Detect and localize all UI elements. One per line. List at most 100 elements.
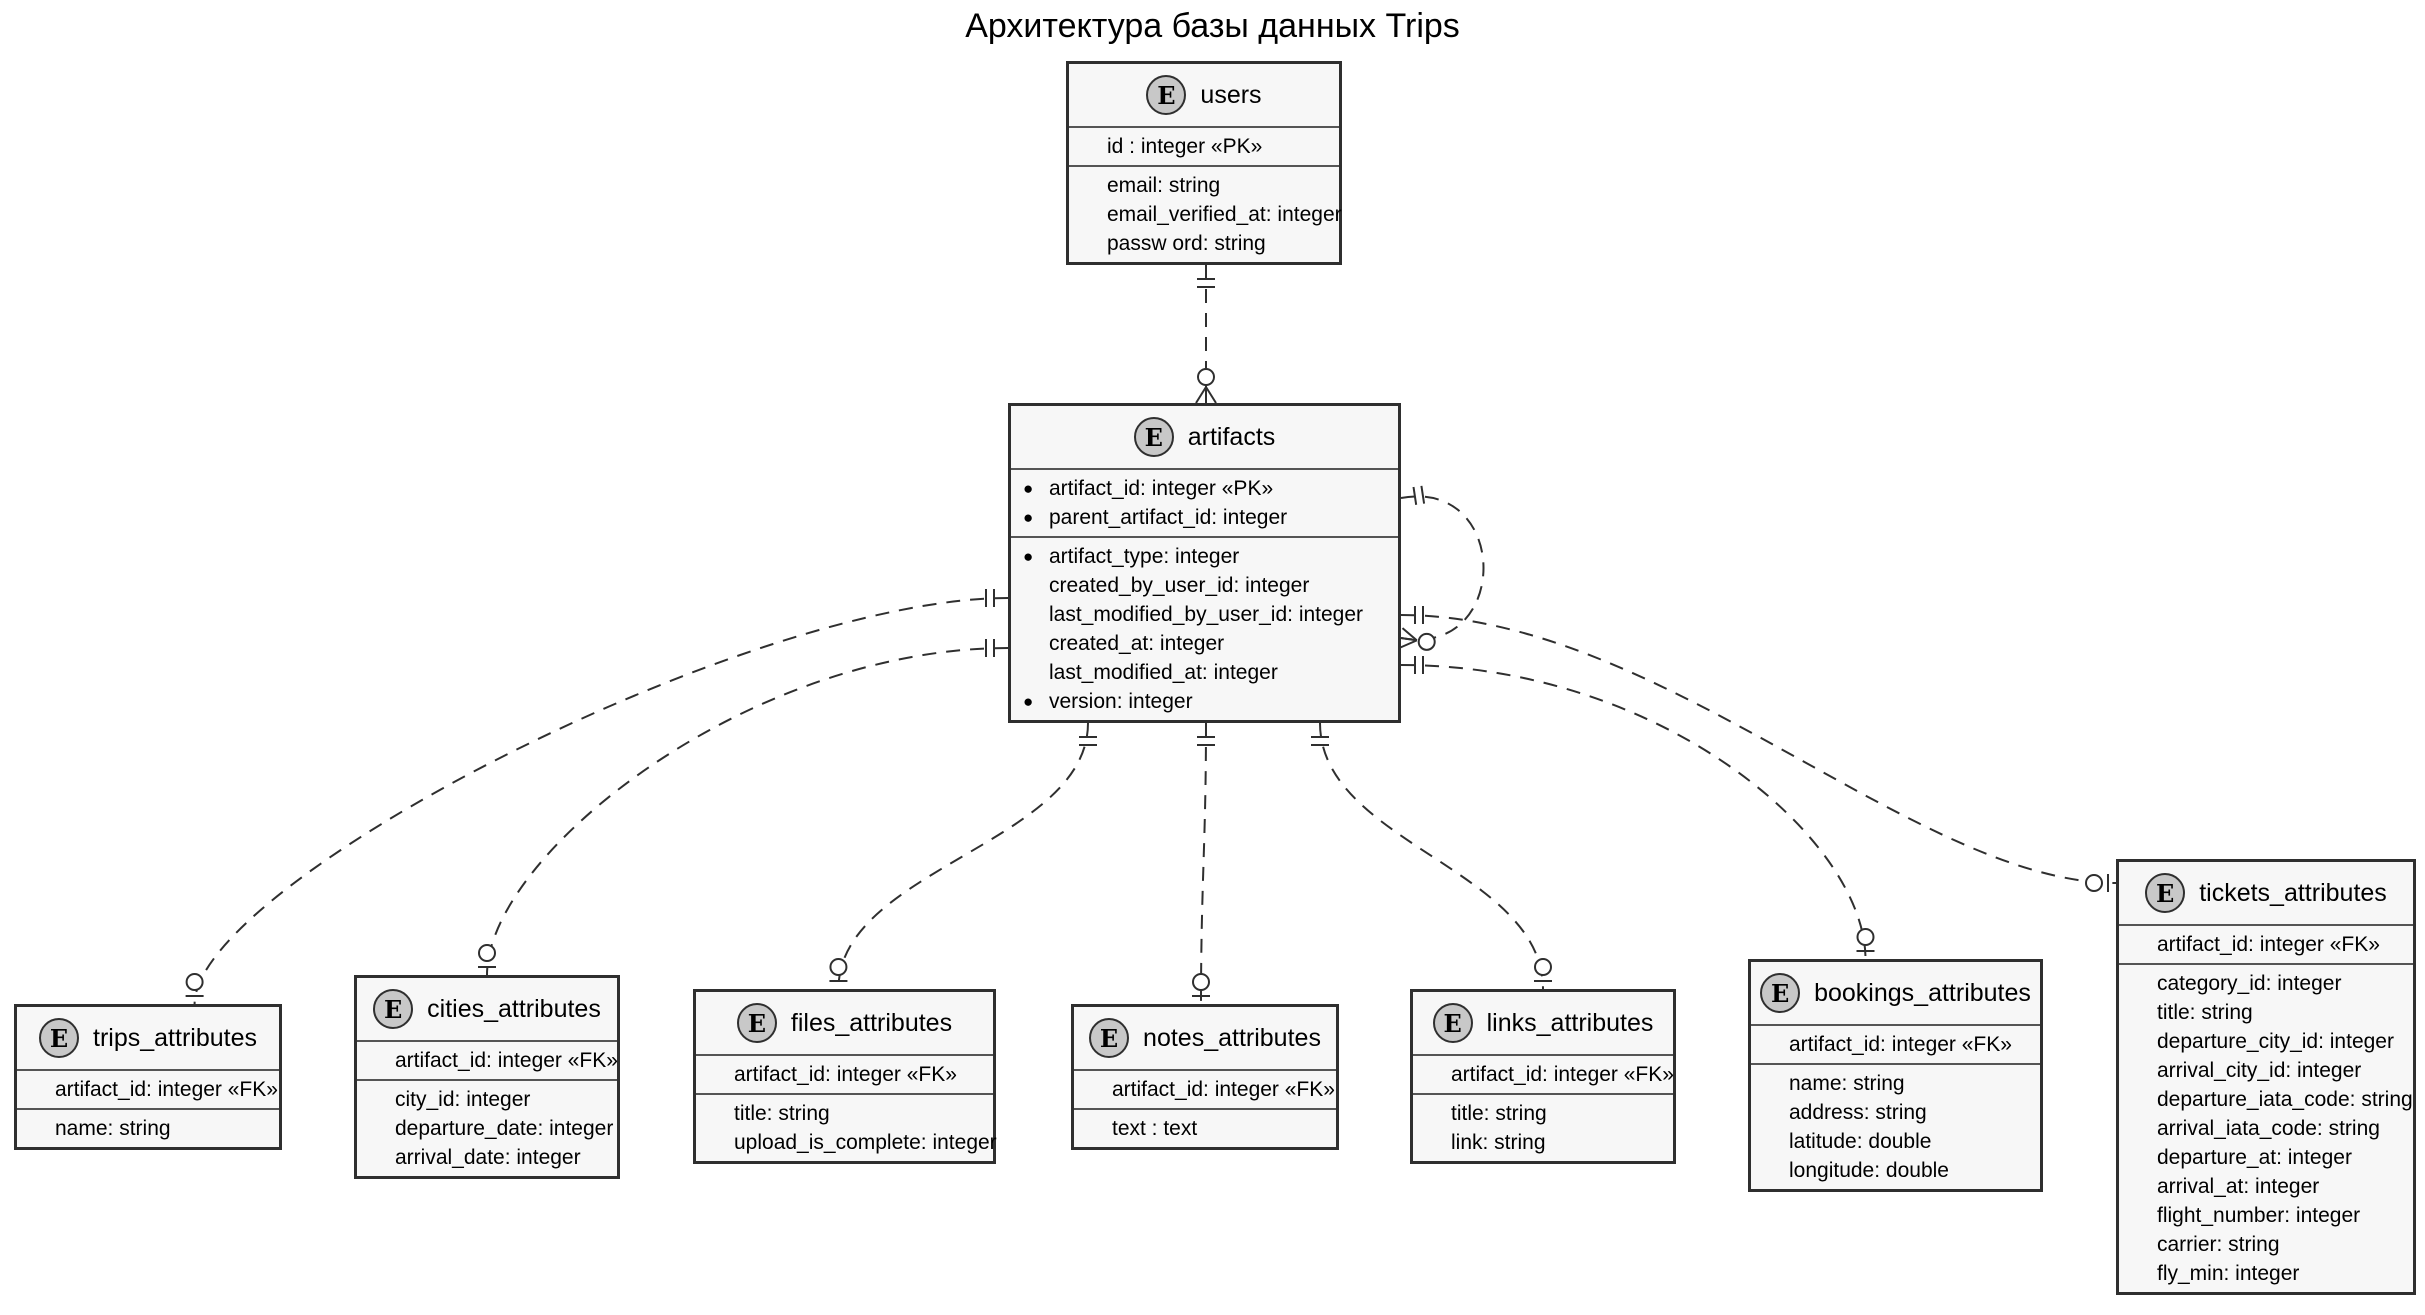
field-text: parent_artifact_id: integer (1049, 506, 1288, 529)
mandatory-bullet-icon: ● (1023, 547, 1034, 566)
entity-name: tickets_attributes (2199, 878, 2387, 907)
entity-attribute-section: title: string upload_is_complete: integer (696, 1095, 997, 1161)
entity-field: name: string (1763, 1069, 2028, 1098)
entity-field: artifact_id: integer «FK» (2131, 930, 2401, 959)
field-text: name: string (55, 1117, 171, 1140)
field-text: fly_min: integer (2157, 1262, 2300, 1285)
entity-field: link: string (1425, 1128, 1661, 1157)
entity-attribute-section: name: string (17, 1110, 279, 1147)
relationship-artifacts-bookings-attributes (1400, 656, 1875, 960)
entity-field: last_modified_by_user_id: integer (1023, 600, 1386, 629)
field-text: artifact_id: integer «FK» (734, 1063, 957, 1086)
entity-field: email_verified_at: integer (1081, 200, 1342, 229)
entity-field: arrival_date: integer (369, 1143, 605, 1172)
field-text: address: string (1789, 1101, 1927, 1124)
field-text: created_by_user_id: integer (1049, 574, 1310, 597)
entity-name: cities_attributes (427, 994, 601, 1023)
relationship-artifacts-cities-attributes (478, 639, 1009, 976)
entity-name: artifacts (1187, 422, 1276, 451)
field-text: artifact_id: integer «FK» (2157, 933, 2380, 956)
field-text: departure_at: integer (2157, 1146, 2352, 1169)
diagram-title: Архитектура базы данных Trips (965, 7, 1460, 45)
entity-attribute-section: name: string address: string latitude: dou… (1751, 1065, 2040, 1189)
entity-field: fly_min: integer (2131, 1259, 2401, 1288)
field-text: title: string (2157, 1001, 2253, 1024)
entity-badge-icon: E (1133, 417, 1174, 457)
relationship-artifacts-links-attributes (1311, 722, 1552, 990)
field-text: artifact_type: integer (1049, 545, 1240, 568)
entity-key-section: artifact_id: integer «FK» (17, 1071, 279, 1110)
entity-field: ● artifact_type: integer (1023, 542, 1386, 571)
field-text: passw ord: string (1107, 232, 1266, 255)
relationship-artifacts-files-attributes (829, 722, 1097, 990)
cardinality-zero-circle (478, 944, 496, 962)
cardinality-many-foot (1195, 386, 1207, 404)
entity-field: ●artifact_id: integer «PK» (1023, 474, 1386, 503)
cardinality-zero-circle (829, 958, 848, 976)
entity-field: departure_iata_code: string (2131, 1085, 2413, 1114)
field-text: carrier: string (2157, 1233, 2280, 1256)
entity-field: departure_at: integer (2131, 1143, 2401, 1172)
field-text: artifact_id: integer «FK» (1789, 1033, 2012, 1056)
entity-field: category_id: integer (2131, 969, 2401, 998)
entity-field: ●parent_artifact_id: integer (1023, 503, 1386, 532)
relationship-artifacts-tickets-attributes (1400, 606, 2117, 892)
field-text: email: string (1107, 174, 1221, 197)
field-text: departure_city_id: integer (2157, 1030, 2394, 1053)
field-text: arrival_at: integer (2157, 1175, 2320, 1198)
cardinality-many-foot (1401, 627, 1418, 642)
cardinality-many-foot (1399, 639, 1418, 649)
cardinality-zero-circle (1192, 973, 1210, 991)
entity-field: created_by_user_id: integer (1023, 571, 1386, 600)
entity-badge-icon: E (2145, 873, 2186, 913)
entity-attribute-section: ● artifact_type: integer created_by_user_i… (1011, 538, 1398, 720)
entity-field: ●version: integer (1023, 687, 1386, 716)
field-text: version: integer (1049, 690, 1193, 713)
field-text: email_verified_at: integer (1107, 203, 1342, 226)
entity-field: address: string (1763, 1098, 2028, 1127)
field-text: title: string (734, 1102, 830, 1125)
entity-field: created_at: integer (1023, 629, 1386, 658)
cardinality-zero-circle (185, 973, 204, 991)
relationship-artifacts-notes-attributes (1192, 722, 1215, 1005)
entity-key-section: artifact_id: integer «FK» (357, 1042, 618, 1081)
relationship-users-artifacts (1195, 265, 1217, 404)
entity-name: files_attributes (790, 1008, 953, 1037)
entity-field: departure_city_id: integer (2131, 1027, 2401, 1056)
entity-field: upload_is_complete: integer (708, 1128, 997, 1157)
relationship-line (1400, 664, 1867, 960)
field-text: longitude: double (1789, 1159, 1949, 1182)
entity-name: bookings_attributes (1814, 978, 2031, 1007)
entity-field: id : integer «PK» (1081, 132, 1327, 161)
entity-field: latitude: double (1763, 1127, 2028, 1156)
entity-key-section: artifact_id: integer «FK» (2119, 926, 2413, 965)
entity-name: trips_attributes (93, 1023, 257, 1052)
entity-key-section: artifact_id: integer «FK» (1751, 1026, 2040, 1065)
cardinality-zero-circle (1856, 928, 1875, 946)
field-text: artifact_id: integer «FK» (1451, 1063, 1674, 1086)
cardinality-many-foot (1400, 637, 1417, 642)
field-text: upload_is_complete: integer (734, 1131, 997, 1154)
entity-badge-icon: E (1089, 1018, 1130, 1058)
entity-field: artifact_id: integer «FK» (369, 1046, 618, 1075)
entity-attribute-section: category_id: integer title: string departu… (2119, 965, 2413, 1292)
entity-field: carrier: string (2131, 1230, 2401, 1259)
field-text: id : integer «PK» (1107, 135, 1263, 158)
entity-badge-icon: E (1760, 973, 1801, 1013)
field-text: arrival_city_id: integer (2157, 1059, 2362, 1082)
